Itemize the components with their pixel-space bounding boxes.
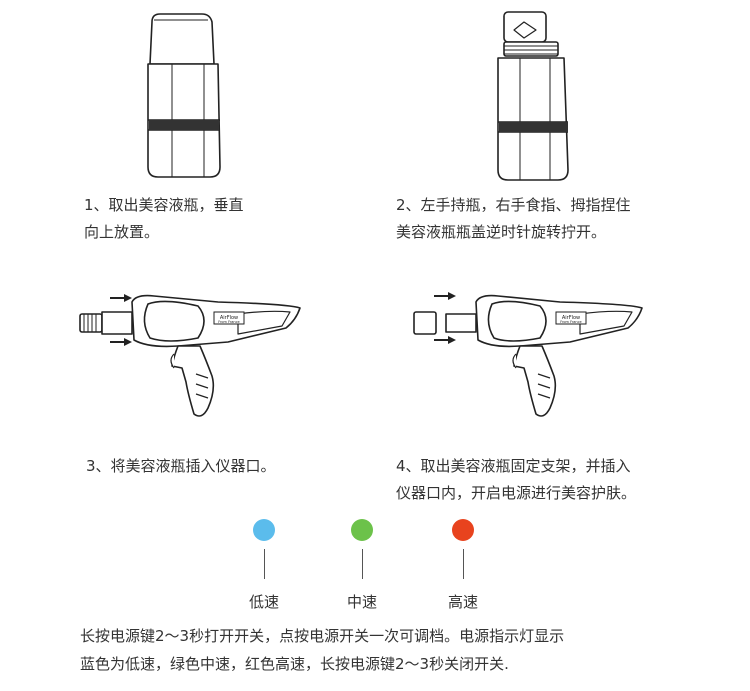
open-bottle-illustration [497,11,569,181]
step-1-text: 1、取出美容液瓶，垂直 向上放置。 [84,192,244,246]
device-insert-holder-illustration: AirFlow From France [413,292,643,417]
step-1-line-2: 向上放置。 [84,223,160,241]
indicator-stem [263,549,265,579]
speed-low-label: 低速 [248,593,279,611]
device-logo-sub: From France [218,320,239,324]
green-indicator-dot [351,519,373,541]
step-2-line-2: 美容液瓶瓶盖逆时针旋转拧开。 [396,223,607,241]
device-logo-brand: AirFlow [220,315,238,321]
indicator-stem [462,549,464,579]
step-3-line-1: 3、将美容液瓶插入仪器口。 [86,457,276,475]
closed-bottle-illustration [147,13,221,178]
speed-medium: 中速 [322,519,402,612]
device-logo-brand-2: AirFlow [562,315,580,321]
speed-low: 低速 [224,519,304,612]
red-indicator-dot [452,519,474,541]
step-3-text: 3、将美容液瓶插入仪器口。 [86,453,276,480]
speed-medium-label: 中速 [346,593,377,611]
power-instructions: 长按电源键2～3秒打开开关，点按电源开关一次可调档。电源指示灯显示 蓝色为低速，… [80,622,564,678]
blue-indicator-dot [253,519,275,541]
speed-high: 高速 [423,519,503,612]
step-4-line-1: 4、取出美容液瓶固定支架，并插入 [396,457,631,475]
step-4-line-2: 仪器口内，开启电源进行美容护肤。 [396,484,637,502]
step-2-text: 2、左手持瓶，右手食指、拇指捏住 美容液瓶瓶盖逆时针旋转拧开。 [396,192,631,246]
device-insert-bottle-illustration: AirFlow From France [79,294,301,417]
step-4-text: 4、取出美容液瓶固定支架，并插入 仪器口内，开启电源进行美容护肤。 [396,453,636,507]
power-instructions-line-2: 蓝色为低速，绿色中速，红色高速，长按电源键2～3秒关闭开关. [80,655,509,673]
speed-high-label: 高速 [447,593,478,611]
indicator-stem [361,549,363,579]
device-logo-sub-2: From France [560,320,581,324]
step-2-line-1: 2、左手持瓶，右手食指、拇指捏住 [396,196,631,214]
power-instructions-line-1: 长按电源键2～3秒打开开关，点按电源开关一次可调档。电源指示灯显示 [80,627,565,645]
step-1-line-1: 1、取出美容液瓶，垂直 [84,196,244,214]
